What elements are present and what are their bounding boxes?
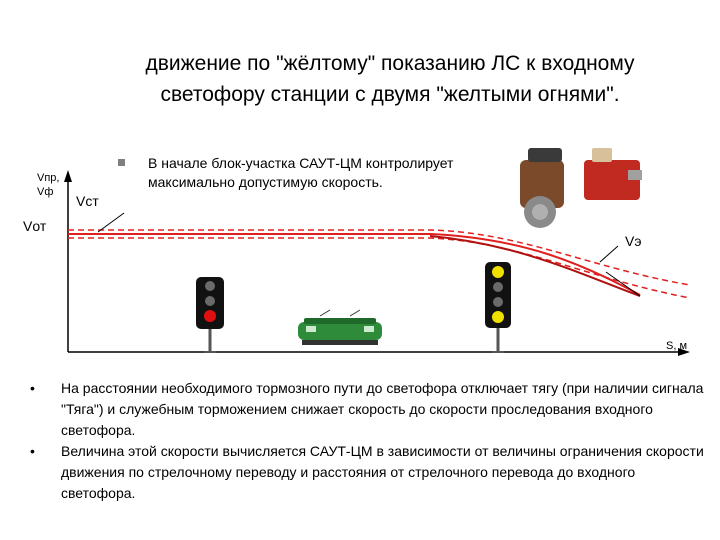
slide-title: движение по "жёлтому" показанию ЛС к вхо… <box>60 48 720 110</box>
vst-label: Vст <box>76 193 99 209</box>
y-axis-arrow-icon <box>64 170 72 182</box>
bottom-bullet-2-text: Величина этой скорости вычисляется САУТ-… <box>61 443 704 501</box>
bottom-bullet-2: • Величина этой скорости вычисляется САУ… <box>24 441 704 504</box>
locomotive-icon <box>298 309 382 345</box>
vf-label: Vф <box>37 186 54 198</box>
ve-curve-mark <box>605 271 641 297</box>
axes <box>64 170 690 356</box>
title-line-2: светофору станции с двумя "желтыми огням… <box>160 83 620 106</box>
ve-pointer <box>599 245 619 263</box>
square-bullet-icon <box>118 159 125 166</box>
vpr-label: Vпр, <box>37 172 60 184</box>
vot-label: Vот <box>23 218 47 234</box>
bottom-bullet-1: • На расстоянии необходимого тормозного … <box>24 378 704 441</box>
vst-pointer <box>97 212 125 233</box>
equipment-photo-icon <box>520 148 642 228</box>
traffic-light-left-icon <box>196 277 224 353</box>
bottom-bullets: • На расстоянии необходимого тормозного … <box>24 378 704 504</box>
top-bullet-text: В начале блок-участка САУТ-ЦМ контролиру… <box>148 155 454 190</box>
bottom-bullet-1-text: На расстоянии необходимого тормозного пу… <box>61 380 704 438</box>
solid-speed-curve <box>68 233 641 296</box>
braking-curve <box>429 235 641 297</box>
ve-label: Vэ <box>625 233 642 249</box>
lower-limit-dashed-curve <box>68 237 691 299</box>
speed-curves <box>68 212 691 299</box>
bullet-dot-icon: • <box>30 380 35 396</box>
bullet-dot-icon: • <box>30 443 35 459</box>
s-axis-label: S, м <box>666 340 688 352</box>
title-line-1: движение по "жёлтому" показанию ЛС к вхо… <box>145 52 635 75</box>
x-axis-arrow-icon <box>678 348 690 356</box>
traffic-light-right-icon <box>485 262 511 353</box>
upper-limit-dashed-curve <box>68 229 691 286</box>
